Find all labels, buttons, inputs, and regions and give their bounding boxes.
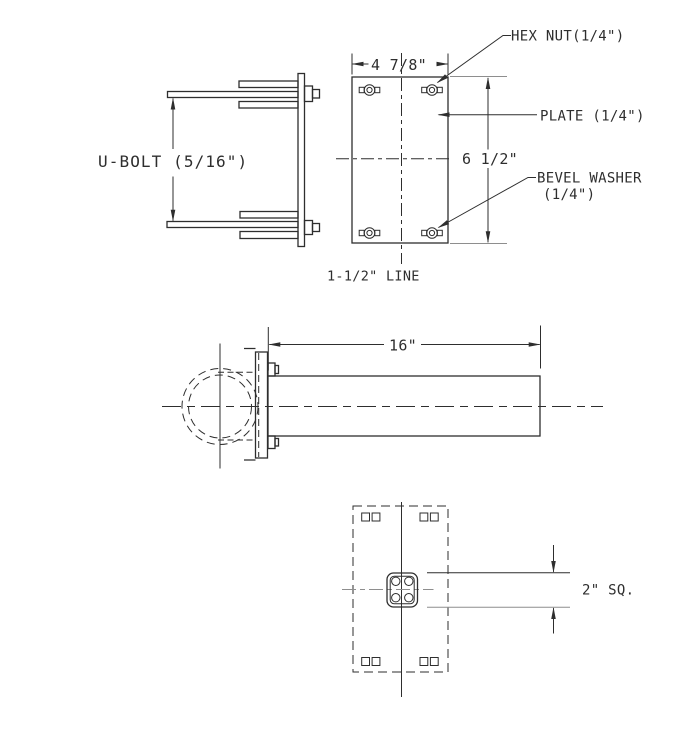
slot-symbol bbox=[361, 512, 381, 522]
hex-nut-symbol bbox=[358, 227, 381, 239]
plate-front-view: 4 7/8" 6 1/2" HEX NUT(1/4") PLATE (1/4")… bbox=[327, 29, 645, 285]
slot-symbol bbox=[361, 657, 381, 666]
mounting-plate-edge bbox=[297, 72, 306, 248]
hex-nut-symbol bbox=[421, 227, 443, 239]
tube-bolts bbox=[267, 362, 280, 450]
plate-height-dimension: 6 1/2" bbox=[450, 76, 518, 244]
tube-length-dimension: 16" bbox=[267, 325, 541, 371]
bevel-washer-label-line2: (1/4") bbox=[543, 187, 595, 203]
square-tube-end bbox=[386, 572, 419, 608]
hex-nut-callout: HEX NUT(1/4") bbox=[436, 29, 624, 84]
plate-height-value: 6 1/2" bbox=[462, 150, 518, 168]
plate-width-dimension: 4 7/8" bbox=[351, 53, 449, 75]
mounting-plate-side bbox=[254, 351, 269, 459]
plate-label: PLATE (1/4") bbox=[540, 109, 645, 125]
bevel-washer-label-line1: BEVEL WASHER bbox=[537, 171, 642, 187]
tube-square-dimension: 2" SQ. bbox=[427, 545, 634, 634]
washer-edges bbox=[244, 347, 256, 461]
tube-length-value: 16" bbox=[389, 337, 417, 355]
u-bolt-end-nuts bbox=[303, 85, 321, 236]
u-bolt-label: U-BOLT (5/16") bbox=[98, 152, 248, 171]
hex-nuts bbox=[358, 84, 443, 239]
u-bolt-side-view: U-BOLT (5/16") bbox=[98, 72, 321, 248]
plate-callout: PLATE (1/4") bbox=[437, 109, 645, 125]
tube-top-view: 2" SQ. bbox=[342, 502, 634, 697]
pipe-inner-circle bbox=[188, 374, 252, 439]
plate-outline bbox=[351, 76, 449, 244]
tube-square-label: 2" SQ. bbox=[582, 583, 634, 599]
pipe-outer-circle bbox=[181, 368, 259, 445]
pipe-line-label: 1-1/2" LINE bbox=[327, 269, 420, 285]
hex-nut-symbol bbox=[421, 84, 443, 96]
bevel-washer-callout: BEVEL WASHER (1/4") bbox=[437, 171, 642, 228]
hidden-edges bbox=[218, 371, 254, 441]
slot-symbol bbox=[419, 512, 439, 522]
hex-nut-symbol bbox=[358, 84, 381, 96]
plate-width-value: 4 7/8" bbox=[371, 56, 427, 74]
square-tube-body bbox=[267, 375, 541, 437]
tube-side-view: 16" bbox=[162, 325, 603, 469]
slot-symbol bbox=[419, 657, 439, 666]
hex-nut-label: HEX NUT(1/4") bbox=[511, 29, 624, 45]
